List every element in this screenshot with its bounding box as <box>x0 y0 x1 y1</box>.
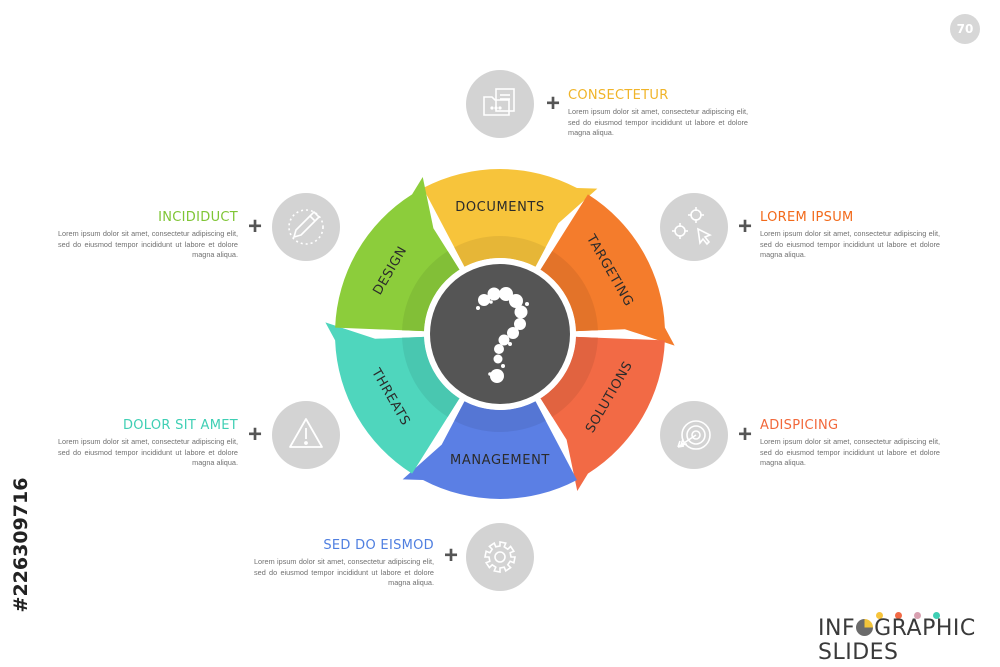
folder-document-icon <box>466 70 534 138</box>
wheel-segment-documents: DOCUMENTS <box>423 169 598 267</box>
plus-icon: + <box>737 213 752 240</box>
info-block-sed-do-eismod: SED DO EISMOD Lorem ipsum dolor sit amet… <box>254 538 434 589</box>
wheel-segment-design: DESIGN <box>335 176 460 332</box>
block-description: Lorem ipsum dolor sit amet, consectetur … <box>58 229 238 259</box>
brand-line-2: SLIDES <box>818 640 899 665</box>
gear-icon <box>466 523 534 591</box>
brand-dots <box>876 606 952 624</box>
info-block-dolor-sit-amet: DOLOR SIT AMET Lorem ipsum dolor sit ame… <box>58 418 238 469</box>
info-block-lorem-ipsum: LOREM IPSUM Lorem ipsum dolor sit amet, … <box>760 210 940 261</box>
block-title: INCIDIDUCT <box>158 210 238 225</box>
warning-icon <box>272 401 340 469</box>
block-description: Lorem ipsum dolor sit amet, consectetur … <box>58 437 238 467</box>
brand-dot <box>895 612 902 619</box>
block-title: LOREM IPSUM <box>760 210 854 225</box>
stock-id-label: #226309716 <box>10 477 32 613</box>
info-block-incididuct: INCIDIDUCT Lorem ipsum dolor sit amet, c… <box>58 210 238 261</box>
page-number-badge: 70 <box>950 14 980 44</box>
segment-shade <box>402 251 460 332</box>
block-title: DOLOR SIT AMET <box>122 418 238 433</box>
target-cursor-icon <box>660 193 728 261</box>
pie-icon <box>856 619 874 636</box>
dartboard-arrow-icon <box>660 401 728 469</box>
block-title: CONSECTETUR <box>568 88 669 103</box>
wheel-segment-threats: THREATS <box>325 322 460 474</box>
segment-shade <box>402 336 460 417</box>
plus-icon: + <box>247 213 262 240</box>
info-block-adispicing: ADISPICING Lorem ipsum dolor sit amet, c… <box>760 418 940 469</box>
info-block-consectetur: CONSECTETUR Lorem ipsum dolor sit amet, … <box>568 88 748 139</box>
block-description: Lorem ipsum dolor sit amet, consectetur … <box>254 557 434 587</box>
segment-label: DOCUMENTS <box>455 200 545 215</box>
block-title: ADISPICING <box>760 418 839 433</box>
block-description: Lorem ipsum dolor sit amet, consectetur … <box>760 229 940 259</box>
wheel-segment-targeting: TARGETING <box>540 194 675 346</box>
center-circle <box>430 264 570 404</box>
plus-icon: + <box>247 421 262 448</box>
plus-icon: + <box>443 542 458 569</box>
block-title: SED DO EISMOD <box>323 538 434 553</box>
brand-dot <box>933 612 940 619</box>
segment-shade <box>540 336 598 417</box>
segment-shade <box>540 251 598 332</box>
segment-shade <box>454 236 546 267</box>
question-mark-icon <box>476 287 529 383</box>
pencil-icon <box>272 193 340 261</box>
segment-label: MANAGEMENT <box>450 453 550 468</box>
block-description: Lorem ipsum dolor sit amet, consectetur … <box>568 107 748 137</box>
segment-shade <box>454 401 546 432</box>
wheel-segment-solutions: SOLUTIONS <box>540 336 665 492</box>
wheel-segment-management: MANAGEMENT <box>402 401 577 499</box>
brand-dot <box>876 612 883 619</box>
block-description: Lorem ipsum dolor sit amet, consectetur … <box>760 437 940 467</box>
brand-dot <box>914 612 921 619</box>
plus-icon: + <box>545 90 560 117</box>
plus-icon: + <box>737 421 752 448</box>
